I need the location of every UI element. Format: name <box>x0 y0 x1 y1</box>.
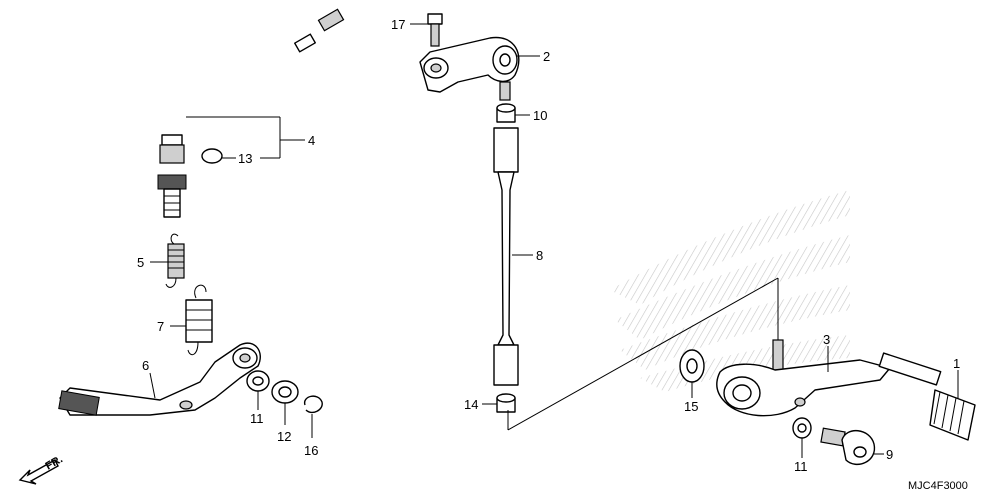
callout-6: 6 <box>142 358 149 373</box>
callout-15: 15 <box>684 399 698 414</box>
washer-15 <box>679 349 705 383</box>
callout-9: 9 <box>886 447 893 462</box>
pedal-rubber <box>929 389 976 441</box>
spring-7 <box>185 284 213 356</box>
shift-arm <box>419 36 520 101</box>
pivot-bolt-9 <box>820 427 876 465</box>
clip-13 <box>201 148 223 164</box>
direction-label: FR. <box>44 453 65 472</box>
washer-12 <box>271 380 299 404</box>
assembly-line <box>507 277 779 431</box>
callout-12: 12 <box>277 429 291 444</box>
diagram-code: MJC4F3000 <box>908 480 968 492</box>
washer-11-right <box>792 417 812 439</box>
nut-14 <box>496 393 516 413</box>
callout-5: 5 <box>137 255 144 270</box>
brake-switch-cable <box>157 8 345 218</box>
callout-16: 16 <box>304 443 318 458</box>
bolt-17 <box>427 13 443 47</box>
spring-5 <box>165 233 185 288</box>
clip-16 <box>304 395 323 414</box>
callout-17: 17 <box>391 17 405 32</box>
tie-rod <box>493 127 519 386</box>
callout-14: 14 <box>464 397 478 412</box>
callout-1: 1 <box>953 356 960 371</box>
callout-7: 7 <box>157 319 164 334</box>
callout-10: 10 <box>533 108 547 123</box>
front-direction-arrow: FR. <box>18 453 65 485</box>
callout-11-right: 11 <box>794 459 808 474</box>
wing-watermark <box>610 190 850 392</box>
callout-8: 8 <box>536 248 543 263</box>
nut-10 <box>496 103 516 123</box>
callout-13: 13 <box>238 151 252 166</box>
callout-2: 2 <box>543 49 550 64</box>
callout-3: 3 <box>823 332 830 347</box>
callout-4: 4 <box>308 133 315 148</box>
brake-pedal <box>58 342 261 416</box>
washer-11-left <box>246 370 270 392</box>
callout-11-left: 11 <box>250 411 264 426</box>
shift-pedal <box>716 339 942 417</box>
callouts: 1 2 3 4 5 6 7 8 9 10 11 11 <box>137 17 960 474</box>
